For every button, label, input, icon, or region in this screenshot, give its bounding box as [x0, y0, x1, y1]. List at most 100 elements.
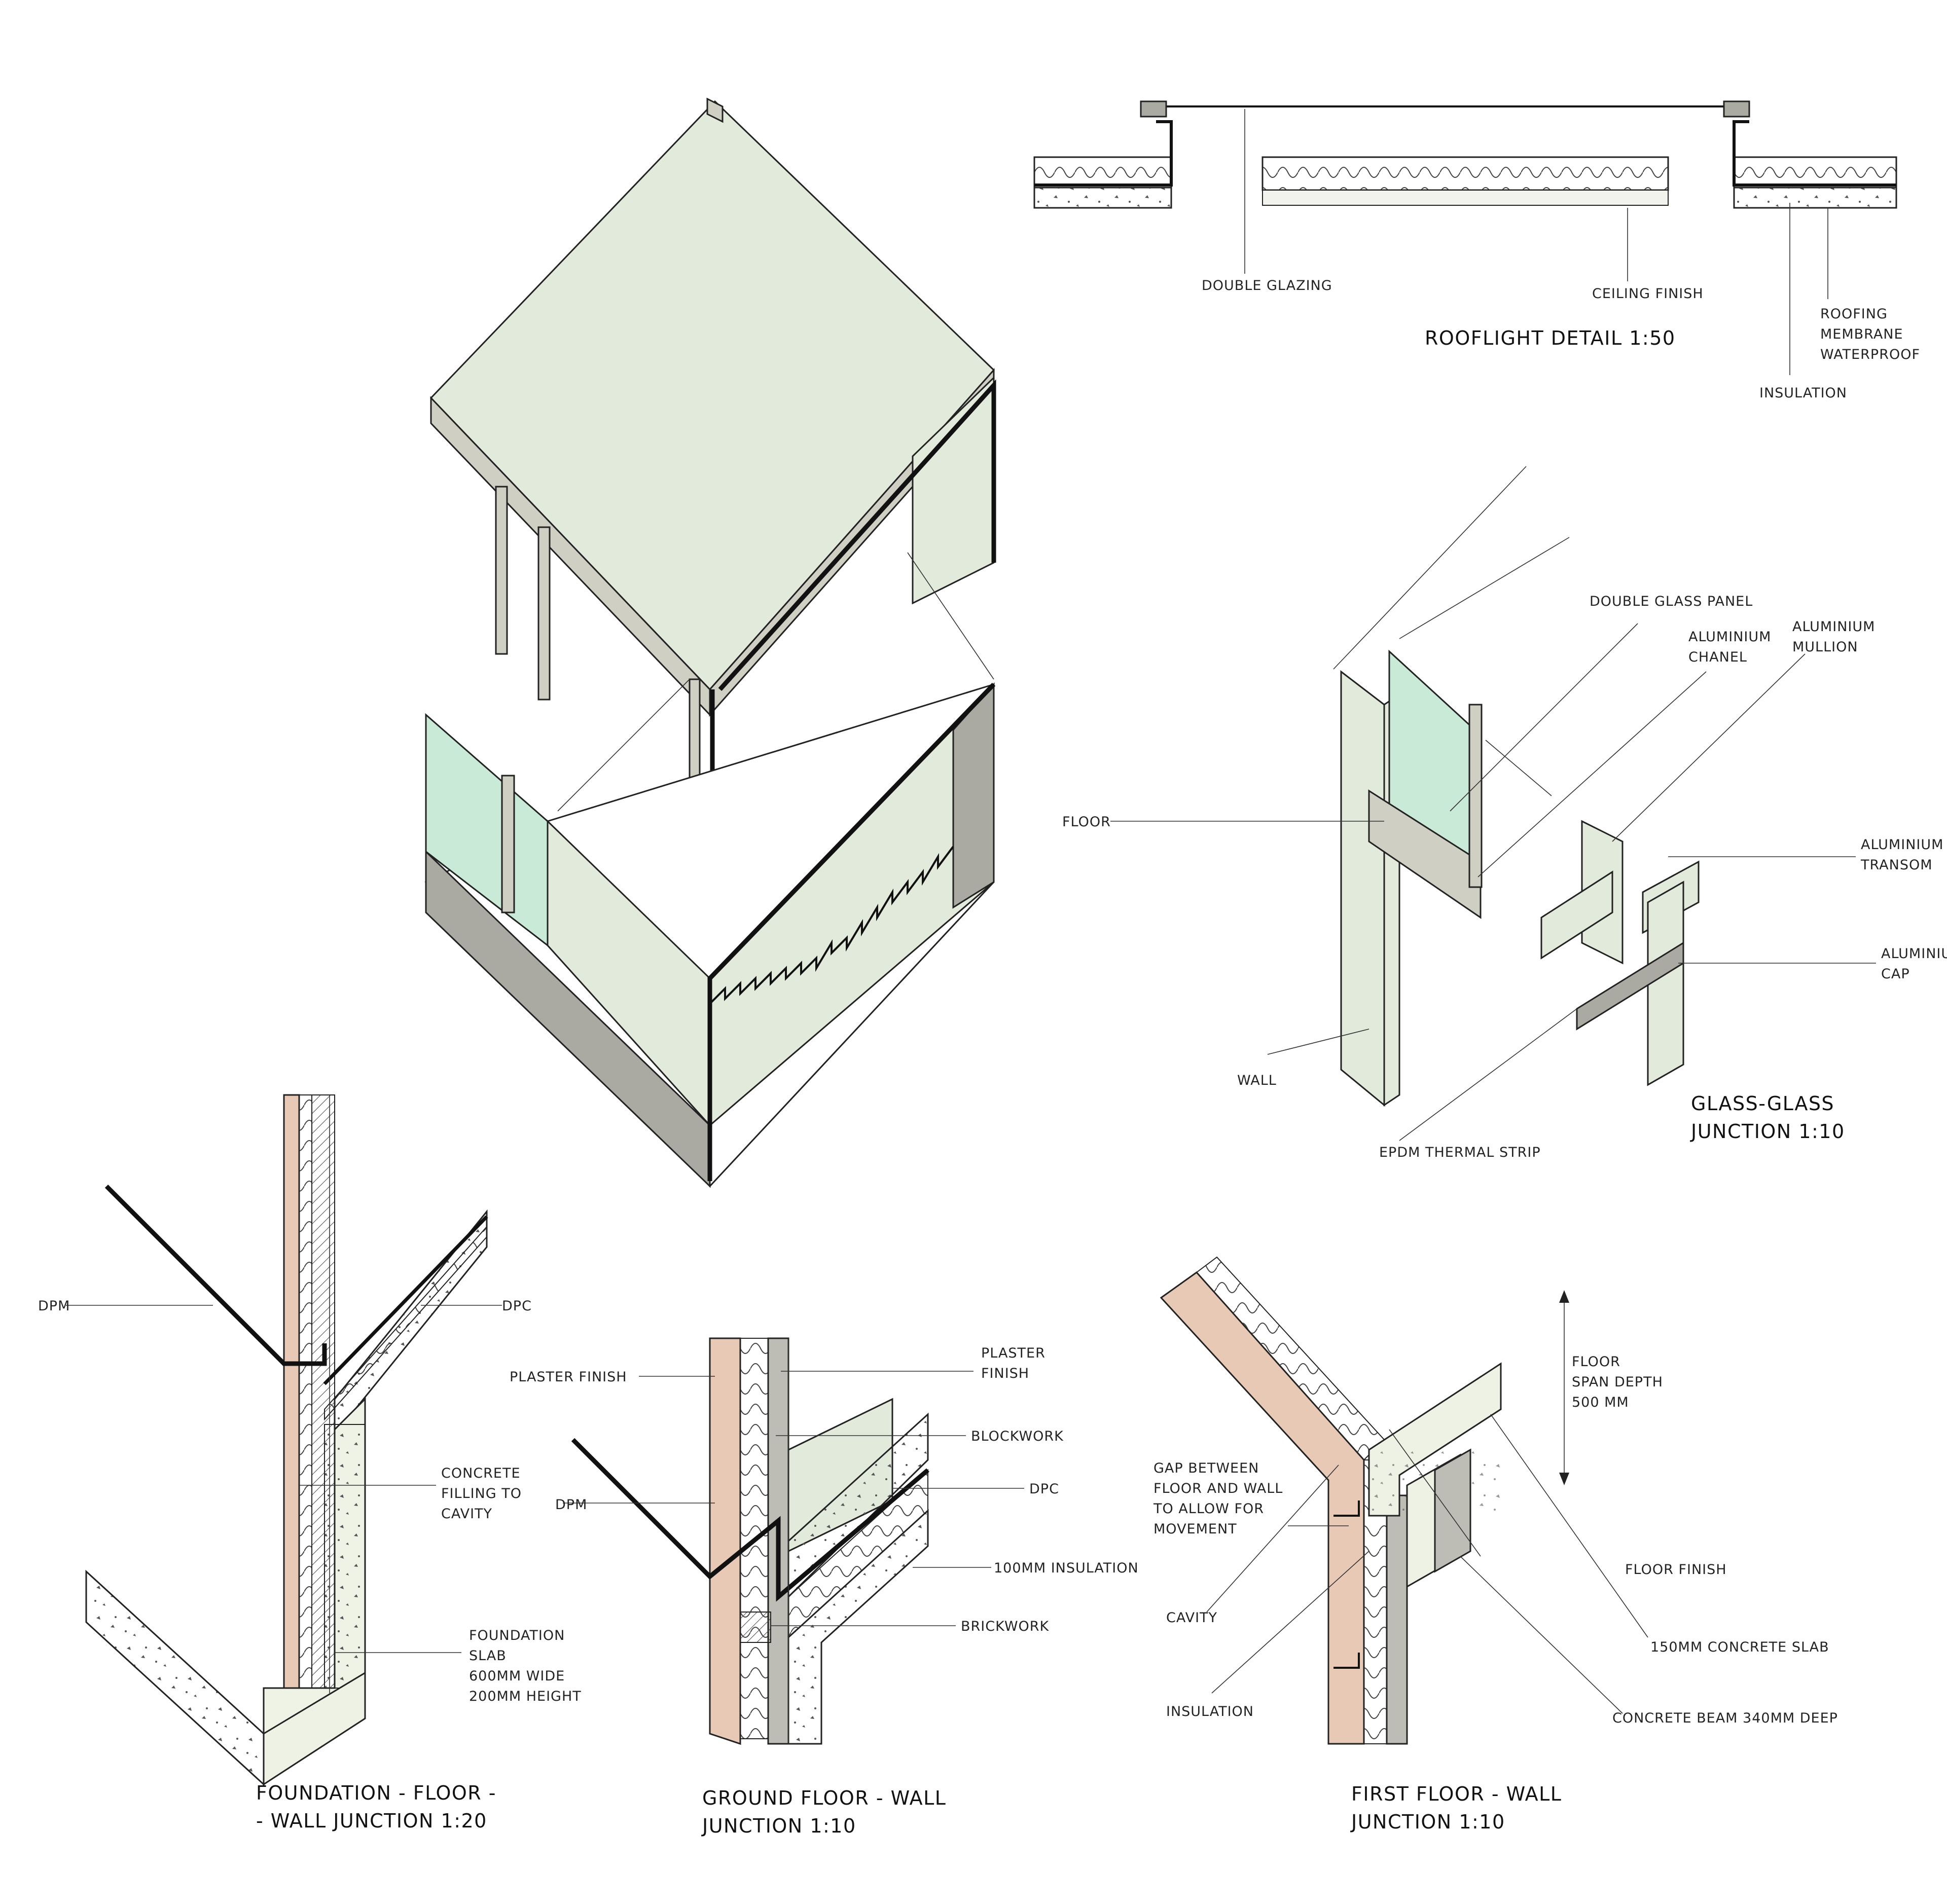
rooflight-detail — [1033, 100, 1897, 375]
label-blockwork: BLOCKWORK — [971, 1429, 1064, 1444]
column-2 — [537, 526, 551, 701]
label-double-glazing: DOUBLE GLAZING — [1202, 278, 1332, 294]
upper-frame-edge — [718, 379, 996, 691]
label-roofing-2: MEMBRANE — [1820, 326, 1903, 342]
ground-base-left — [425, 850, 711, 1188]
label-floor-finish: FLOOR FINISH — [1625, 1562, 1727, 1578]
roof-corner-block — [706, 97, 724, 123]
fdn-cavity-fill — [324, 1424, 366, 1689]
label-foundation-slab-2: SLAB — [469, 1648, 507, 1664]
guide-line-1 — [557, 679, 690, 812]
gg-transom-left — [1540, 870, 1613, 960]
ceiling-insulation — [1261, 156, 1669, 191]
title-glass-glass-2: JUNCTION 1:10 — [1690, 1120, 1845, 1143]
label-plaster-finish-left: PLASTER FINISH — [510, 1369, 627, 1385]
label-foundation-slab-3: 600MM WIDE — [469, 1668, 565, 1684]
glass-glass-junction — [1110, 466, 1876, 1141]
title-ground-2: JUNCTION 1:10 — [701, 1815, 856, 1837]
label-concrete-filling-1: CONCRETE — [441, 1466, 521, 1481]
ceiling-finish-layer — [1262, 190, 1669, 206]
label-roofing-3: WATERPROOF — [1820, 347, 1920, 362]
label-dpc-ground: DPC — [1029, 1481, 1059, 1497]
roof-insulation-right — [1733, 156, 1897, 189]
label-insulation-first: INSULATION — [1166, 1704, 1254, 1719]
label-brickwork: BRICKWORK — [961, 1619, 1050, 1634]
fdn-floor-insulation — [324, 1225, 487, 1421]
gg-guide-1 — [1333, 466, 1527, 670]
label-gap-2: FLOOR AND WALL — [1153, 1481, 1283, 1496]
fdn-dpm — [104, 1184, 327, 1366]
rooflight-upstand-left — [1140, 100, 1167, 118]
label-gap-4: MOVEMENT — [1153, 1521, 1237, 1537]
title-rooflight: ROOFLIGHT DETAIL 1:50 — [1425, 327, 1676, 349]
roof-deck-right — [1733, 187, 1897, 209]
first-floor-junction — [1160, 1256, 1648, 1745]
membrane-right — [1733, 120, 1896, 187]
title-first-1: FIRST FLOOR - WALL — [1351, 1783, 1562, 1805]
floor-joists — [709, 846, 954, 1005]
fdn-footing-left — [85, 1569, 265, 1786]
leader-insulation-first — [1211, 1551, 1369, 1694]
label-concrete-filling-3: CAVITY — [441, 1506, 492, 1522]
gg-guide-3 — [1485, 740, 1552, 796]
leader-aluminium-mullion — [1612, 653, 1806, 842]
guide-line-2 — [907, 552, 994, 680]
gg-mullion-bottom — [1647, 881, 1684, 1086]
label-double-glass-panel: DOUBLE GLASS PANEL — [1590, 594, 1753, 609]
fdn-brick-leaf — [283, 1094, 300, 1710]
leader-concrete-slab — [1490, 1414, 1648, 1638]
title-foundation-1: FOUNDATION - FLOOR - — [256, 1782, 496, 1804]
label-ceiling-finish: CEILING FINISH — [1592, 286, 1704, 302]
leader-floor-finish — [1389, 1429, 1481, 1557]
ground-floor-junction — [563, 1337, 1024, 1745]
label-roofing-1: ROOFING — [1820, 306, 1888, 322]
label-insulation-100: 100MM INSULATION — [994, 1560, 1139, 1576]
label-cavity: CAVITY — [1166, 1610, 1217, 1626]
title-first-2: JUNCTION 1:10 — [1350, 1811, 1505, 1833]
leader-aluminium-chanel — [1477, 671, 1707, 877]
gg-guide-2 — [1399, 537, 1570, 639]
label-floor-span-3: 500 MM — [1572, 1395, 1629, 1410]
label-floor-span-2: SPAN DEPTH — [1572, 1374, 1663, 1390]
label-plaster-finish-right-2: FINISH — [981, 1366, 1029, 1381]
ff-tie-2 — [1333, 1653, 1360, 1669]
membrane-left — [1034, 120, 1173, 187]
ff-span-arrow-up — [1559, 1290, 1569, 1303]
column-1 — [495, 486, 508, 655]
label-foundation-slab-4: 200MM HEIGHT — [469, 1689, 582, 1704]
label-gap-1: GAP BETWEEN — [1153, 1460, 1259, 1476]
fdn-cavity-insulation — [299, 1094, 312, 1694]
ff-beam-side — [1434, 1448, 1471, 1573]
leader-wall — [1267, 1029, 1369, 1055]
leader-concrete-beam — [1460, 1556, 1623, 1714]
foundation-junction — [66, 1094, 502, 1786]
ground-frame-edge — [707, 682, 996, 1181]
label-aluminium-cap-1: ALUMINIUM — [1881, 946, 1947, 962]
label-epdm: EPDM THERMAL STRIP — [1379, 1145, 1541, 1160]
label-aluminium-cap-2: CAP — [1881, 966, 1910, 982]
label-aluminium-mullion-1: ALUMINIUM — [1792, 619, 1875, 635]
label-dpm-foundation: DPM — [38, 1298, 70, 1314]
label-aluminium-transom-1: ALUMINIUM — [1861, 837, 1943, 853]
gf-dpm — [571, 1438, 929, 1602]
label-insulation-roof: INSULATION — [1759, 385, 1847, 401]
label-wall: WALL — [1237, 1073, 1277, 1088]
gf-brickwork-tile — [740, 1612, 771, 1643]
leader-epdm — [1399, 1008, 1577, 1141]
title-ground-1: GROUND FLOOR - WALL — [702, 1787, 946, 1809]
roof-slab — [429, 100, 995, 691]
gg-channel — [1468, 704, 1483, 888]
label-floor-span-1: FLOOR — [1572, 1354, 1620, 1370]
fdn-dpc — [323, 1215, 488, 1385]
label-aluminium-transom-2: TRANSOM — [1860, 857, 1933, 873]
leader-cavity — [1206, 1464, 1339, 1613]
label-dpm-ground: DPM — [555, 1497, 587, 1513]
roof-deck-left — [1033, 187, 1172, 209]
label-plaster-finish-right-1: PLASTER — [981, 1345, 1045, 1361]
title-foundation-2: - WALL JUNCTION 1:20 — [256, 1810, 487, 1832]
label-concrete-beam: CONCRETE BEAM 340MM DEEP — [1612, 1710, 1838, 1726]
title-glass-glass-1: GLASS-GLASS — [1691, 1092, 1834, 1115]
label-aluminium-chanel-1: ALUMINIUM — [1688, 629, 1771, 645]
isometric-building — [424, 97, 996, 1188]
